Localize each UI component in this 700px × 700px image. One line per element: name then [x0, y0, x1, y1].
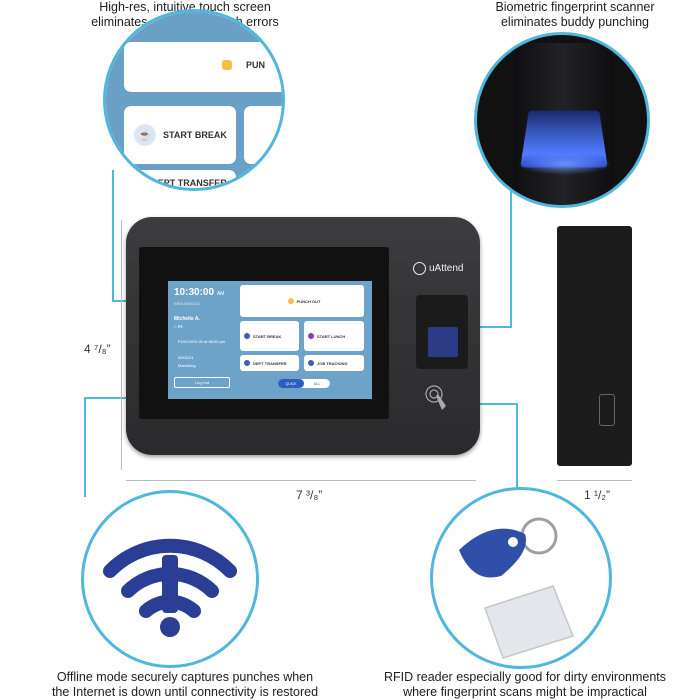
leader-fp-h	[463, 326, 512, 328]
rfid-bubble	[430, 487, 612, 669]
date-text: WED 05/02/21	[174, 301, 201, 306]
zoom-dept-transfer-label: DEPT TRANSFER	[151, 178, 227, 188]
usb-port	[599, 394, 615, 426]
briefcase-icon	[308, 360, 314, 366]
touch-screen-zoom-bubble: PUN ☕ START BREAK ⇄ DEPT TRANSFER	[103, 9, 285, 191]
time-text: 10:30:00	[174, 287, 215, 298]
coffee-icon: ☕	[134, 124, 156, 146]
caption-line: the Internet is down until connectivity …	[51, 685, 319, 699]
wifi-off-icon	[103, 538, 237, 637]
fingerprint-scanner[interactable]	[416, 295, 468, 369]
zoom-tile-start-break: ☕ START BREAK	[124, 106, 236, 164]
height-dimension: 4 ⁷/₈”	[84, 342, 111, 356]
brand-mark-icon	[413, 262, 426, 275]
status-row: ○ IN	[174, 324, 183, 329]
job-tracking-label: JOB TRACKING	[317, 360, 348, 366]
caption-line: where fingerprint scans might be impract…	[403, 685, 647, 699]
start-lunch-button[interactable]: START LUNCH	[304, 321, 364, 351]
punch-out-button[interactable]: PUNCH OUT	[240, 285, 364, 317]
leader-fp-v	[510, 178, 512, 328]
caption-offline: Offline mode securely captures punches w…	[30, 670, 340, 700]
dept-transfer-label: DEPT TRANSFER	[253, 360, 287, 366]
width-dim-line	[126, 480, 476, 481]
status-text: IN	[177, 324, 183, 329]
rfid-reader-icon	[422, 382, 454, 414]
width-dimension: 7 ³/₈”	[296, 488, 323, 502]
caption-line: High-res, intuitive touch screen	[99, 0, 271, 14]
rfid-keyfob-icon	[459, 517, 574, 659]
toggle-quick[interactable]: QUICK	[278, 379, 304, 388]
caption-line: eliminates buddy punching	[500, 15, 650, 29]
quick-all-toggle[interactable]: QUICK ALL	[278, 379, 330, 388]
clock-time: 10:30:00 AM	[174, 287, 224, 298]
depth-dim-line	[557, 480, 632, 481]
start-break-label: START BREAK	[253, 333, 282, 339]
dept-transfer-button[interactable]: DEPT TRANSFER	[240, 355, 299, 371]
job-tracking-button[interactable]: JOB TRACKING	[304, 355, 364, 371]
zoom-punch-label: PUN	[246, 60, 266, 70]
logout-label: Log Out	[194, 380, 210, 385]
lunch-icon	[308, 333, 314, 339]
zoom-tile-next2	[244, 170, 282, 188]
leader-offline-v	[84, 397, 86, 497]
brand-logo: uAttend	[413, 262, 463, 275]
punch-out-label: PUNCH OUT	[296, 298, 321, 304]
coffee-icon	[244, 333, 250, 339]
time-clock-device: 10:30:00 AM WED 05/02/21 Michelle A. ○ I…	[126, 217, 480, 455]
caption-line: RFID reader especially good for dirty en…	[383, 670, 667, 684]
zoom-tile-next	[244, 106, 282, 164]
leader-rfid-v	[516, 403, 518, 500]
leader-rfid-h	[460, 403, 518, 405]
punch-icon	[222, 60, 232, 70]
date2-text: 05/02/21	[178, 355, 194, 360]
zoom-tile-punch: PUN	[124, 42, 282, 92]
caption-line: Offline mode securely captures punches w…	[56, 670, 314, 684]
caption-line: Biometric fingerprint scanner	[495, 0, 655, 14]
ampm-text: AM	[216, 291, 225, 297]
offline-bubble	[81, 490, 259, 668]
depth-dimension: 1 ¹/₂”	[584, 488, 610, 502]
shuffle-icon	[244, 360, 250, 366]
toggle-all[interactable]: ALL	[313, 381, 321, 386]
device-side-view	[557, 226, 632, 466]
punch-icon	[287, 298, 294, 304]
height-dim-line	[121, 220, 122, 470]
brand-text: uAttend	[429, 263, 464, 275]
fingerprint-sensor	[428, 327, 458, 357]
zoom-tile-dept-transfer: ⇄ DEPT TRANSFER	[124, 170, 236, 191]
start-break-button[interactable]: START BREAK	[240, 321, 299, 351]
logout-button[interactable]: Log Out	[174, 377, 230, 388]
device-lcd: 10:30:00 AM WED 05/02/21 Michelle A. ○ I…	[168, 281, 372, 399]
caption-fingerprint: Biometric fingerprint scanner eliminates…	[460, 0, 690, 30]
fingerprint-zoom-bubble	[474, 32, 650, 208]
zoom-start-break-label: START BREAK	[163, 130, 227, 140]
start-lunch-label: START LUNCH	[317, 333, 346, 339]
leader-offline-h	[84, 397, 140, 399]
dept-text: Marketing	[178, 363, 196, 368]
leader-touch-v	[112, 170, 114, 302]
shuffle-icon: ⇄	[136, 179, 146, 191]
scanner-glow	[517, 153, 612, 175]
employee-name: Michelle A.	[174, 316, 200, 322]
caption-rfid: RFID reader especially good for dirty en…	[360, 670, 690, 700]
punched-text: PUNCHED IN at 08:00 pm	[178, 339, 226, 344]
